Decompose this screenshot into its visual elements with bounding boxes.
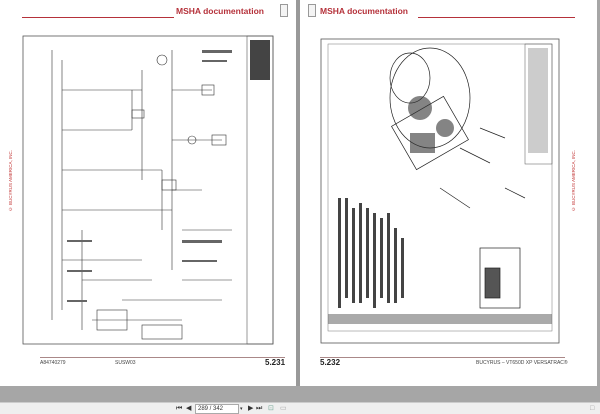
page-dropdown-arrow-icon[interactable]: ▾	[240, 406, 243, 412]
single-page-icon[interactable]: ▭	[280, 405, 287, 412]
logo-icon	[308, 4, 316, 17]
next-page-icon[interactable]: ▶	[248, 405, 254, 412]
right-page: MSHA documentation © BUCYRUS AMERICA, IN…	[300, 0, 597, 386]
previous-page-icon[interactable]: ◀	[186, 405, 192, 412]
expand-icon[interactable]: □	[590, 405, 595, 412]
page-separator	[296, 0, 300, 386]
page-header: MSHA documentation	[176, 6, 264, 16]
fit-page-icon[interactable]: ⊡	[268, 405, 274, 412]
footer-section: SUSW03	[115, 360, 136, 366]
engine-drawing	[320, 38, 560, 344]
copyright-side-text: © BUCYRUS AMERICA, INC.	[571, 150, 576, 212]
header-rule	[22, 17, 174, 18]
page-number-input[interactable]: 289 / 342	[195, 404, 239, 414]
footer-doc-number: A84740279	[40, 360, 66, 366]
hydraulic-schematic	[22, 35, 274, 345]
header-rule	[418, 17, 575, 18]
page-header: MSHA documentation	[320, 6, 408, 16]
logo-icon	[280, 4, 288, 17]
left-page: MSHA documentation © BUCYRUS AMERICA, IN…	[0, 0, 296, 386]
footer-title: BUCYRUS – VT650D XP VERSATRAC®	[476, 360, 568, 366]
footer-rule	[40, 357, 285, 358]
page-number: 5.231	[265, 358, 286, 367]
copyright-side-text: © BUCYRUS AMERICA, INC.	[8, 150, 13, 212]
viewer-toolbar: ⏮ ◀ 289 / 342 ▾ ▶ ⏭ ⊡ ▭ □	[0, 402, 600, 414]
page-number: 5.232	[320, 358, 341, 367]
last-page-icon[interactable]: ⏭	[256, 405, 263, 412]
footer-rule	[320, 357, 565, 358]
first-page-icon[interactable]: ⏮	[176, 405, 183, 412]
